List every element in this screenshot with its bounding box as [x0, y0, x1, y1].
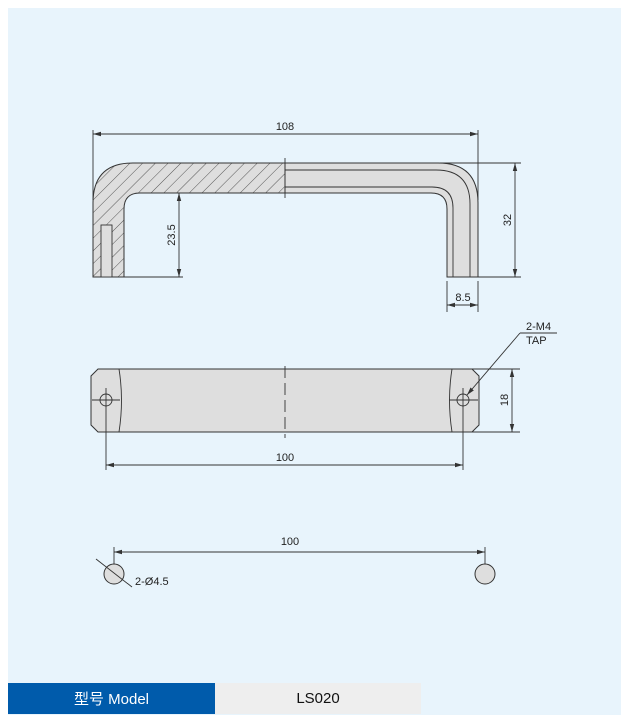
dim-inner-height: 23.5	[166, 224, 178, 245]
model-label: 型号 Model	[8, 683, 215, 714]
side-view: 108 32 23.5 8.5	[92, 121, 521, 312]
spec-table: 型号 Model LS020	[8, 683, 421, 714]
top-view: 100 18 2-M4 TAP	[90, 321, 557, 470]
tube-section	[284, 162, 479, 278]
model-value: LS020	[215, 683, 421, 714]
hatched-section	[92, 162, 286, 278]
dim-hole-spacing: 100	[276, 452, 294, 464]
dim-overall-length: 108	[276, 121, 294, 133]
tap-note-line1: 2-M4	[526, 321, 551, 333]
hole-note: 2-Ø4.5	[135, 576, 169, 588]
drawing-panel	[8, 8, 621, 715]
dim-width: 18	[499, 394, 511, 406]
dim-bar-thickness: 8.5	[455, 292, 470, 304]
mounting-holes: 100 2-Ø4.5	[95, 536, 496, 588]
slot	[100, 224, 113, 278]
dim-height: 32	[502, 214, 514, 226]
dim-mount-spacing: 100	[281, 536, 299, 548]
tap-note-line2: TAP	[526, 335, 547, 347]
